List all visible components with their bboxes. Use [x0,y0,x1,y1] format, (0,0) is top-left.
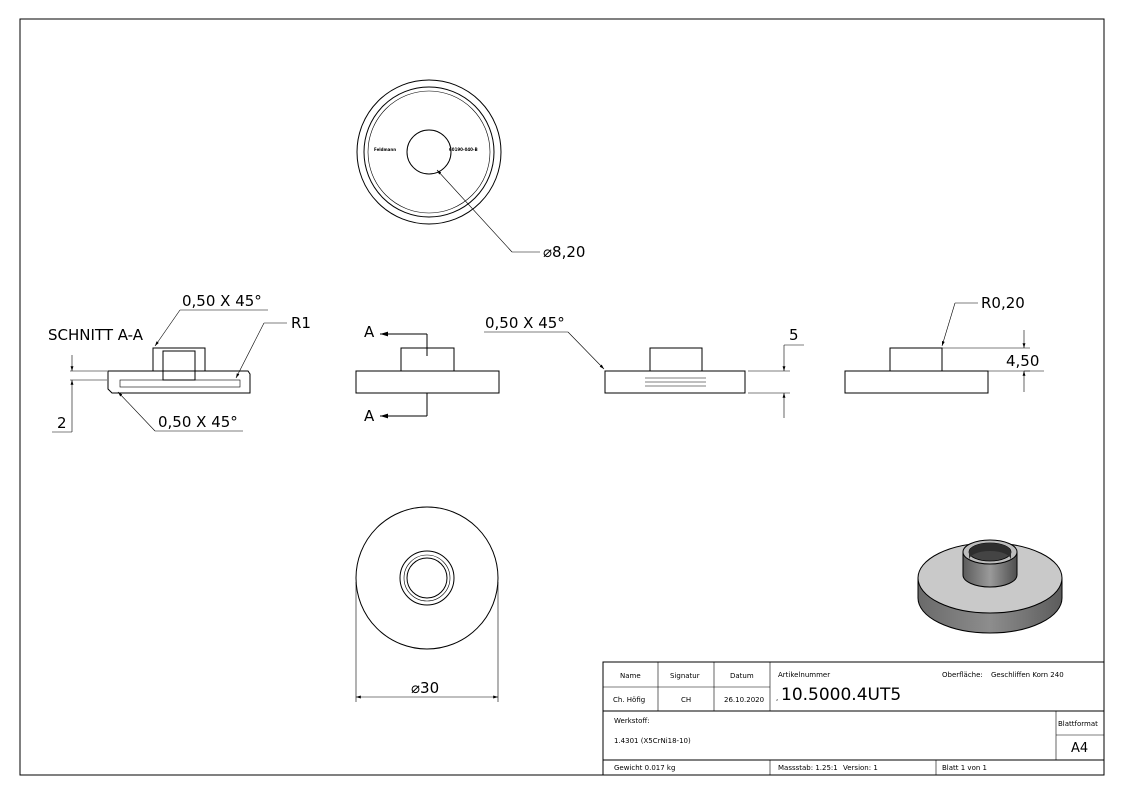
bottom-diameter-label: ⌀30 [411,679,439,697]
hole-circle [406,129,452,175]
material-label: Werkstoff: [614,717,650,725]
side-base [844,370,989,394]
section-base [107,370,251,394]
section-mark-bottom: A [364,407,375,425]
chamfer-circle [363,86,495,218]
section-view: SCHNITT A-A 2 0,50 X 45° R1 0,50 X 45° [48,292,311,433]
right-chamfer-label: 0,50 X 45° [485,314,565,332]
hole-leader [436,169,513,253]
front-base [355,370,500,394]
svg-text:,: , [776,694,778,702]
header-date: Datum [730,672,754,680]
bottom-bore [406,557,448,599]
engrave-left: Feldmann [374,147,396,152]
scale: Massstab: 1.25:1 [778,764,838,772]
drafter-name: Ch. Höfig [613,696,645,704]
weight: Gewicht 0.017 kg [614,764,675,772]
drafter-signature: CH [681,696,691,704]
section-pocket [119,379,241,388]
side-hub [889,347,943,372]
surface-label: Oberfläche: [942,671,983,679]
bottom-hub-outer [399,550,455,606]
isometric-view [917,539,1063,634]
section-title: SCHNITT A-A [48,326,144,344]
section-chamfer-bottom-label: 0,50 X 45° [158,413,238,431]
right-view: 0,50 X 45° 5 [484,314,804,418]
drawing-date: 26.10.2020 [724,696,764,704]
bottom-outer-circle [355,506,499,650]
version: Version: 1 [843,764,878,772]
side-view: R0,20 4,50 [844,294,1044,394]
side-height-label: 4,50 [1006,352,1039,370]
bottom-hub-chamfer [403,554,451,602]
side-radius-label: R0,20 [981,294,1025,312]
outer-circle [356,79,502,225]
hole-diameter-label: ⌀8,20 [543,243,585,261]
surface-value: Geschliffen Korn 240 [991,671,1064,679]
section-bore [162,350,196,381]
section-chamfer-top-label: 0,50 X 45° [182,292,262,310]
section-mark-top: A [364,323,375,341]
sheet-format-label: Blattformat [1058,720,1098,728]
right-hub [649,347,703,372]
inner-circle [367,90,491,214]
section-hub [152,347,206,372]
section-thickness-label: 2 [57,414,67,432]
bottom-view: ⌀30 [355,506,499,702]
right-height-label: 5 [789,326,799,344]
sheet-format-value: A4 [1071,741,1088,756]
header-name: Name [620,672,641,680]
title-block: Name Signatur Datum Artikelnummer Oberfl… [602,661,1105,776]
material-value: 1.4301 (X5CrNi18-10) [614,737,691,745]
front-view: A A [355,323,500,425]
sheet-border [19,18,1105,776]
header-signature: Signatur [670,672,700,680]
section-radius-label: R1 [291,314,311,332]
top-view: Feldmann 60190-040-B ⌀8,20 [356,79,585,261]
engrave-right: 60190-040-B [449,147,478,152]
sheet-number: Blatt 1 von 1 [942,764,987,772]
article-number: 10.5000.4UT5 [781,685,901,705]
header-article: Artikelnummer [778,671,830,679]
